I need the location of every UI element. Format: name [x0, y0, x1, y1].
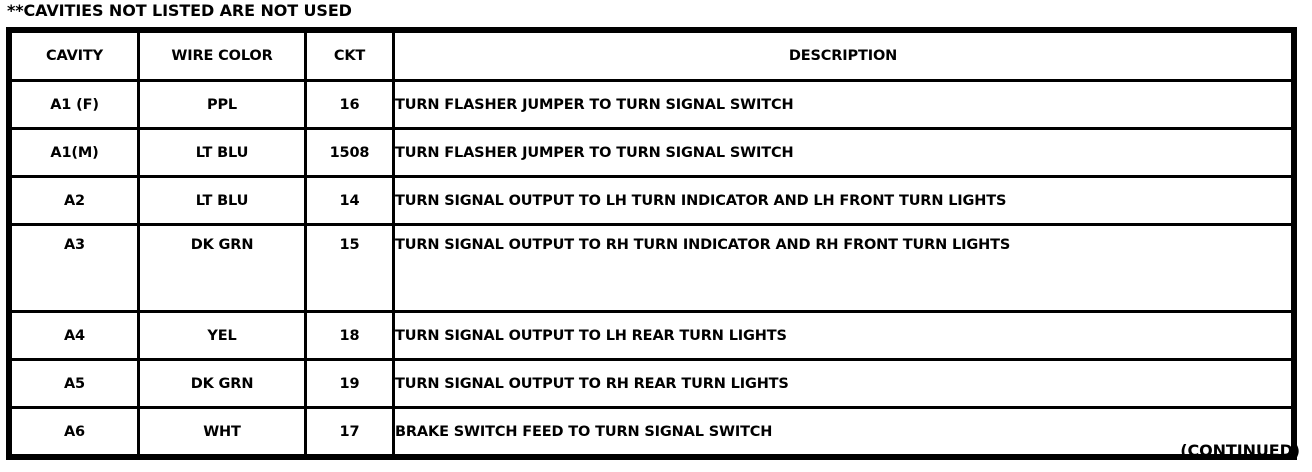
column-header-wire-color: WIRE COLOR	[137, 30, 307, 82]
cell-cavity: A2	[9, 175, 140, 226]
table-row: A5 DK GRN 19 TURN SIGNAL OUTPUT TO RH RE…	[9, 358, 1294, 409]
cell-wire-color: PPL	[137, 79, 307, 130]
table-row: A1(M) LT BLU 1508 TURN FLASHER JUMPER TO…	[9, 127, 1294, 178]
cell-cavity: A4	[9, 310, 140, 361]
cell-wire-color: DK GRN	[137, 223, 307, 313]
cell-description: TURN FLASHER JUMPER TO TURN SIGNAL SWITC…	[392, 79, 1294, 130]
cell-ckt: 18	[304, 310, 395, 361]
table-header-row: CAVITY WIRE COLOR CKT DESCRIPTION	[9, 30, 1294, 82]
cell-wire-color: LT BLU	[137, 127, 307, 178]
column-header-ckt: CKT	[304, 30, 395, 82]
cell-ckt: 16	[304, 79, 395, 130]
connector-pinout-table: CAVITY WIRE COLOR CKT DESCRIPTION A1 (F)…	[6, 27, 1297, 460]
cell-cavity: A3	[9, 223, 140, 313]
table-body: A1 (F) PPL 16 TURN FLASHER JUMPER TO TUR…	[9, 79, 1294, 457]
cell-wire-color: WHT	[137, 406, 307, 457]
cell-wire-color: LT BLU	[137, 175, 307, 226]
continued-label: (CONTINUED)	[1180, 441, 1300, 460]
cell-description: TURN SIGNAL OUTPUT TO RH TURN INDICATOR …	[392, 223, 1294, 313]
cell-description: TURN FLASHER JUMPER TO TURN SIGNAL SWITC…	[392, 127, 1294, 178]
cell-ckt: 19	[304, 358, 395, 409]
cell-wire-color: YEL	[137, 310, 307, 361]
cavities-note: **CAVITIES NOT LISTED ARE NOT USED	[7, 1, 352, 20]
cell-ckt: 17	[304, 406, 395, 457]
column-header-cavity: CAVITY	[9, 30, 140, 82]
cell-cavity: A1 (F)	[9, 79, 140, 130]
cell-cavity: A1(M)	[9, 127, 140, 178]
table-row: A3 DK GRN 15 TURN SIGNAL OUTPUT TO RH TU…	[9, 223, 1294, 313]
cell-ckt: 1508	[304, 127, 395, 178]
cell-description: TURN SIGNAL OUTPUT TO LH TURN INDICATOR …	[392, 175, 1294, 226]
table-row: A6 WHT 17 BRAKE SWITCH FEED TO TURN SIGN…	[9, 406, 1294, 457]
table-row: A4 YEL 18 TURN SIGNAL OUTPUT TO LH REAR …	[9, 310, 1294, 361]
column-header-description: DESCRIPTION	[392, 30, 1294, 82]
cell-description: TURN SIGNAL OUTPUT TO LH REAR TURN LIGHT…	[392, 310, 1294, 361]
cell-wire-color: DK GRN	[137, 358, 307, 409]
cell-cavity: A6	[9, 406, 140, 457]
cell-ckt: 15	[304, 223, 395, 313]
table-row: A1 (F) PPL 16 TURN FLASHER JUMPER TO TUR…	[9, 79, 1294, 130]
cell-cavity: A5	[9, 358, 140, 409]
cell-description: BRAKE SWITCH FEED TO TURN SIGNAL SWITCH	[392, 406, 1294, 457]
table-row: A2 LT BLU 14 TURN SIGNAL OUTPUT TO LH TU…	[9, 175, 1294, 226]
connector-table-container: CAVITY WIRE COLOR CKT DESCRIPTION A1 (F)…	[6, 27, 1297, 460]
cell-ckt: 14	[304, 175, 395, 226]
cell-description: TURN SIGNAL OUTPUT TO RH REAR TURN LIGHT…	[392, 358, 1294, 409]
